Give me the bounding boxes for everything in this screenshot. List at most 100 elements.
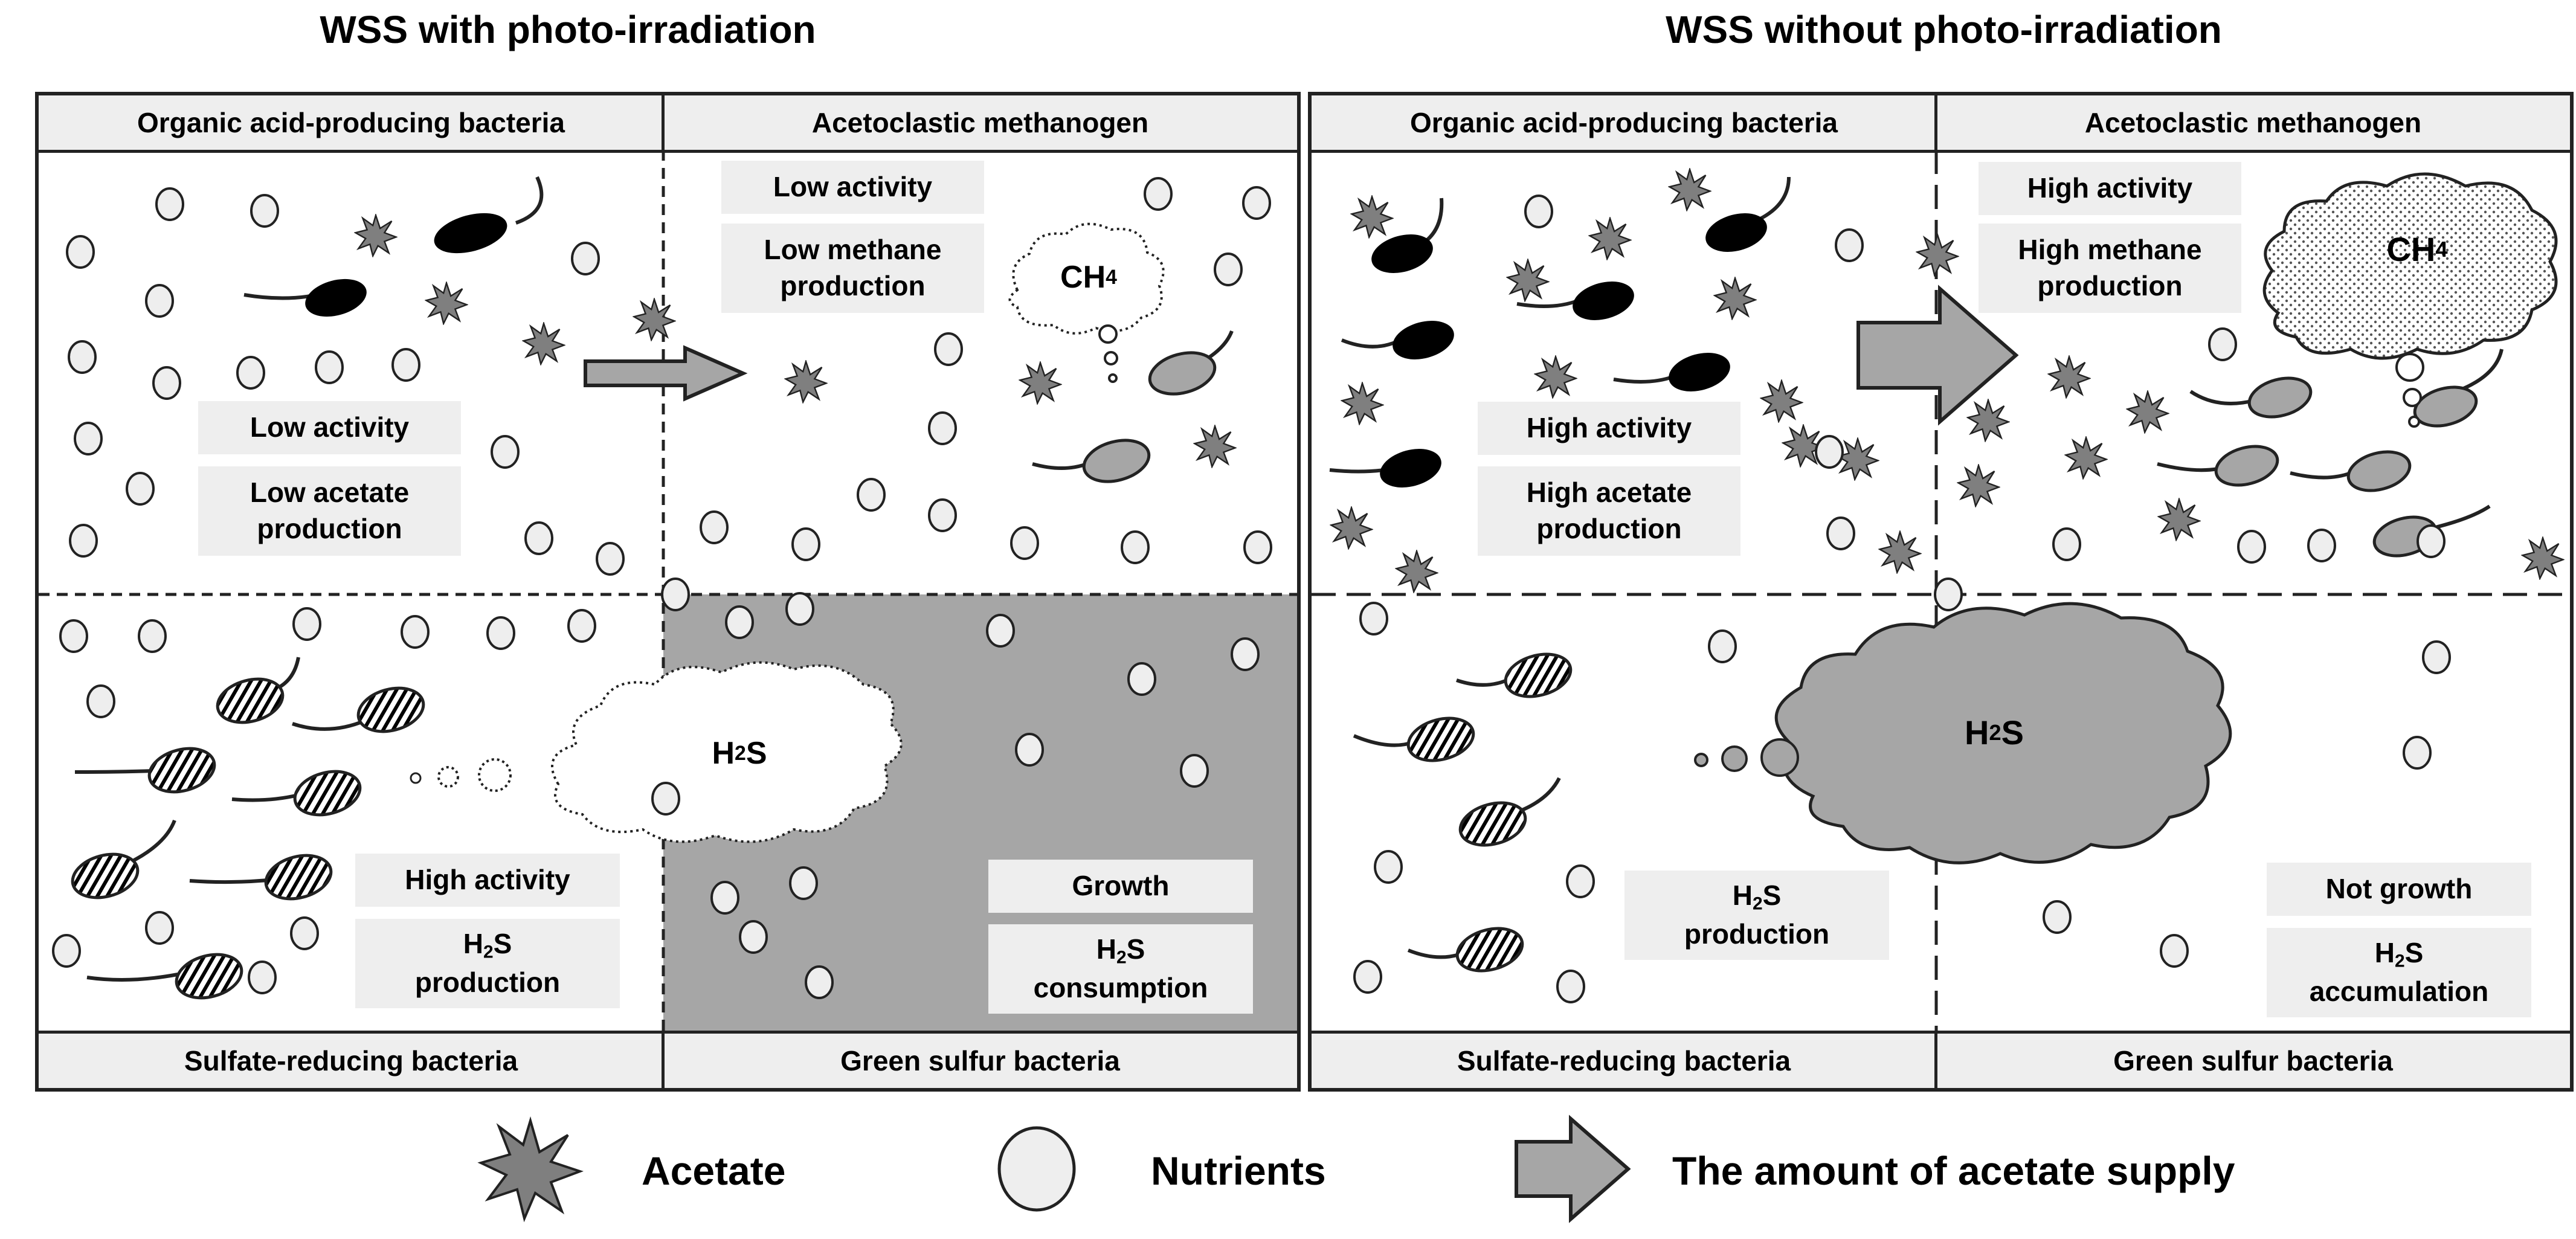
gsb-growth-label: Growth (988, 860, 1253, 913)
srb-production-word: production (414, 966, 561, 998)
srb-bacteria (71, 657, 425, 1000)
acetate-star (355, 214, 397, 257)
left-panel-title: WSS with photo-irradiation (320, 8, 816, 51)
gsb-h: H (2374, 937, 2395, 969)
right-panel-title: WSS without photo-irradiation (1666, 8, 2222, 51)
h2s-s: S (745, 736, 767, 771)
nutrients-tl (1524, 195, 1864, 550)
gsb-accum-label: H2S accumulation (2267, 928, 2531, 1017)
nutrients-br (651, 578, 1260, 999)
ch4-ch: CH (1060, 260, 1106, 295)
gsb-consumption-label: H2S consumption (988, 924, 1253, 1014)
oab-activity-label: High activity (1478, 402, 1740, 455)
left-panel-graphics (39, 150, 1297, 1031)
left-top-header: Organic acid-producing bacteria Acetocla… (39, 95, 1297, 153)
right-bottom-header: Sulfate-reducing bacteria Green sulfur b… (1312, 1031, 2570, 1088)
srb-h: H (1732, 880, 1753, 912)
srb-h: H (463, 928, 483, 960)
header-oab: Organic acid-producing bacteria (1409, 107, 1838, 138)
ch4-ch: CH (2386, 230, 2436, 268)
legend-acetate-label: Acetate (642, 1148, 786, 1193)
acetate-star (523, 323, 565, 365)
gsb-accum-word: accumulation (2309, 975, 2489, 1007)
legend-nutrients-label: Nutrients (1151, 1148, 1326, 1193)
ch4-cloud-small (1008, 222, 1165, 383)
methanogen-bacterium (1082, 439, 1151, 483)
left-bottom-header: Sulfate-reducing bacteria Green sulfur b… (39, 1031, 1297, 1088)
gsb-sub: 2 (2394, 951, 2405, 971)
h2s-sub: 2 (735, 742, 746, 765)
oab-production-label: Low acetate production (198, 466, 461, 556)
oab-bacterium (434, 213, 507, 254)
acetate-star (1019, 362, 1061, 404)
methanogen-tail (1032, 461, 1091, 470)
acetate-star (785, 361, 827, 403)
oab-activity-label: Low activity (198, 401, 461, 454)
gsb-notgrowth-label: Not growth (2267, 863, 2531, 916)
header-gsb: Green sulfur bacteria (2113, 1045, 2393, 1076)
oab-tail (243, 293, 311, 300)
ch4-cloud-large (2262, 172, 2558, 428)
srb-s: S (1762, 880, 1782, 912)
h2s-cloud-gray (1694, 602, 2232, 864)
acetate-supply-arrow (1856, 285, 2019, 426)
srb-bacteria (1353, 652, 1573, 973)
srb-sub: 2 (1752, 893, 1763, 914)
header-methanogen: Acetoclastic methanogen (2084, 107, 2422, 138)
meth-activity-label: High activity (1979, 162, 2241, 215)
srb-s: S (493, 928, 512, 960)
ch4-sub: 4 (2435, 237, 2448, 262)
gsb-sub: 2 (1116, 947, 1127, 968)
nutrients-bl (1353, 578, 1963, 1003)
legend-supply-arrow (1515, 1115, 1631, 1223)
acetate-star (633, 298, 675, 341)
meth-activity-label: Low activity (721, 161, 984, 214)
header-gsb: Green sulfur bacteria (840, 1045, 1120, 1076)
left-panel: Organic acid-producing bacteria Acetocla… (35, 92, 1301, 1092)
header-srb: Sulfate-reducing bacteria (184, 1045, 518, 1076)
srb-production-label: H2S production (355, 919, 620, 1008)
header-methanogen: Acetoclastic methanogen (811, 107, 1149, 138)
right-panel: Organic acid-producing bacteria Acetocla… (1308, 92, 2574, 1092)
oab-bacteria (1329, 176, 1791, 488)
nutrients-tr (700, 177, 1272, 564)
srb-activity-label: High activity (355, 854, 620, 907)
gsb-consumption-word: consumption (1033, 971, 1208, 1003)
acetate-star (425, 282, 468, 324)
nutrients-tr (2052, 327, 2446, 564)
right-top-header: Organic acid-producing bacteria Acetocla… (1312, 95, 2570, 153)
h2s-h: H (1964, 713, 1989, 751)
meth-production-label: High methane production (1979, 224, 2241, 313)
nutrients-bl (52, 607, 596, 994)
nutrients-tl (66, 187, 625, 576)
acetate-supply-arrow (584, 345, 748, 402)
oab-production-label: High acetate production (1478, 466, 1740, 556)
legend-supply-label: The amount of acetate supply (1672, 1148, 2235, 1193)
acetate-star (1194, 425, 1236, 468)
meth-production-label: Low methane production (721, 224, 984, 313)
nutrients-br (2043, 640, 2451, 968)
srb-production-label: H2S production (1624, 871, 1889, 960)
srb-production-word: production (1684, 918, 1830, 950)
gsb-s: S (2404, 937, 2424, 969)
h2s-h: H (712, 736, 735, 771)
srb-sub: 2 (483, 942, 494, 962)
gsb-h: H (1096, 933, 1116, 965)
oab-bacterium (305, 278, 367, 317)
right-panel-graphics (1312, 150, 2570, 1031)
header-oab: Organic acid-producing bacteria (137, 107, 565, 138)
h2s-cloud-dotted (410, 661, 903, 843)
legend-acetate-icon (477, 1116, 584, 1223)
oab-bacterium (515, 176, 544, 225)
h2s-sub: 2 (1989, 720, 2001, 745)
ch4-sub: 4 (1106, 266, 1117, 289)
h2s-s: S (2001, 713, 2024, 751)
methanogen-bacterium (1148, 351, 1217, 396)
gsb-s: S (1126, 933, 1145, 965)
methanogen-bacteria (2157, 349, 2504, 558)
header-srb: Sulfate-reducing bacteria (1457, 1045, 1791, 1076)
